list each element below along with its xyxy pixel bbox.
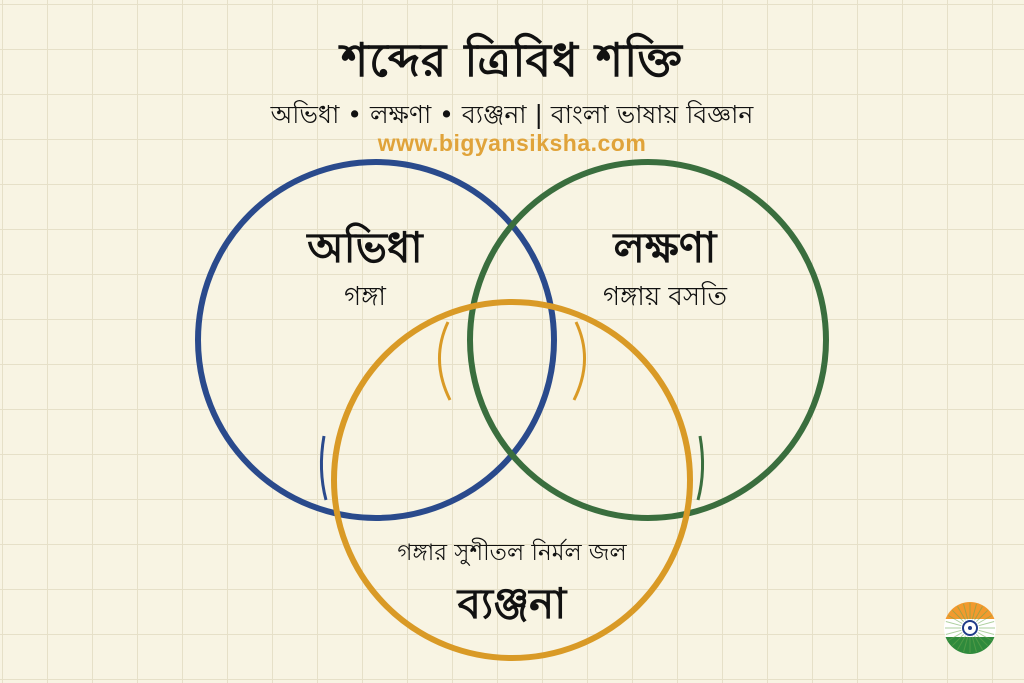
emblem-ray [963,603,969,620]
emblem-ray [951,634,964,647]
vyanjana-circle [331,299,693,661]
emblem-ray [974,635,983,650]
page-title: শব্দের ত্রিবিধ শক্তি [341,33,683,87]
emblem-ray [948,615,963,624]
emblem-ray [963,636,969,653]
gold-accent-stroke-right [572,321,586,401]
abhidha-title: অভিধা [307,223,423,272]
emblem-ray [971,603,977,620]
lakshana-circle [467,159,829,521]
emblem-ray [945,621,962,627]
abhidha-circle [195,159,557,521]
emblem-ray [976,634,989,647]
page-subtitle: অভিধা • লক্ষণা • ব্যঞ্জনা | বাংলা ভাষায়… [270,100,754,129]
blue-accent-stroke [319,435,328,501]
lakshana-title: লক্ষণা [613,223,717,272]
emblem-ray [977,632,992,641]
abhidha-example: গঙ্গা [344,282,386,312]
emblem-ray [945,629,962,635]
vyanjana-example: গঙ্গার সুশীতল নির্মল জল [397,540,627,566]
vyanjana-title: ব্যঞ্জনা [457,579,567,628]
green-accent-stroke [696,435,705,501]
gold-accent-stroke-left [438,321,452,401]
emblem-ray [957,606,966,621]
emblem-ray [971,636,977,653]
emblem-ray [951,609,964,622]
ashoka-chakra-emblem-icon [944,602,996,654]
emblem-ray [978,621,995,627]
lakshana-example: গঙ্গায় বসতি [603,282,727,312]
emblem-ray [957,635,966,650]
emblem-ray [976,609,989,622]
website-link[interactable]: www.bigyansiksha.com [377,130,647,156]
emblem-ray [974,606,983,621]
emblem-ray [977,615,992,624]
emblem-ray [978,629,995,635]
emblem-ray [948,632,963,641]
